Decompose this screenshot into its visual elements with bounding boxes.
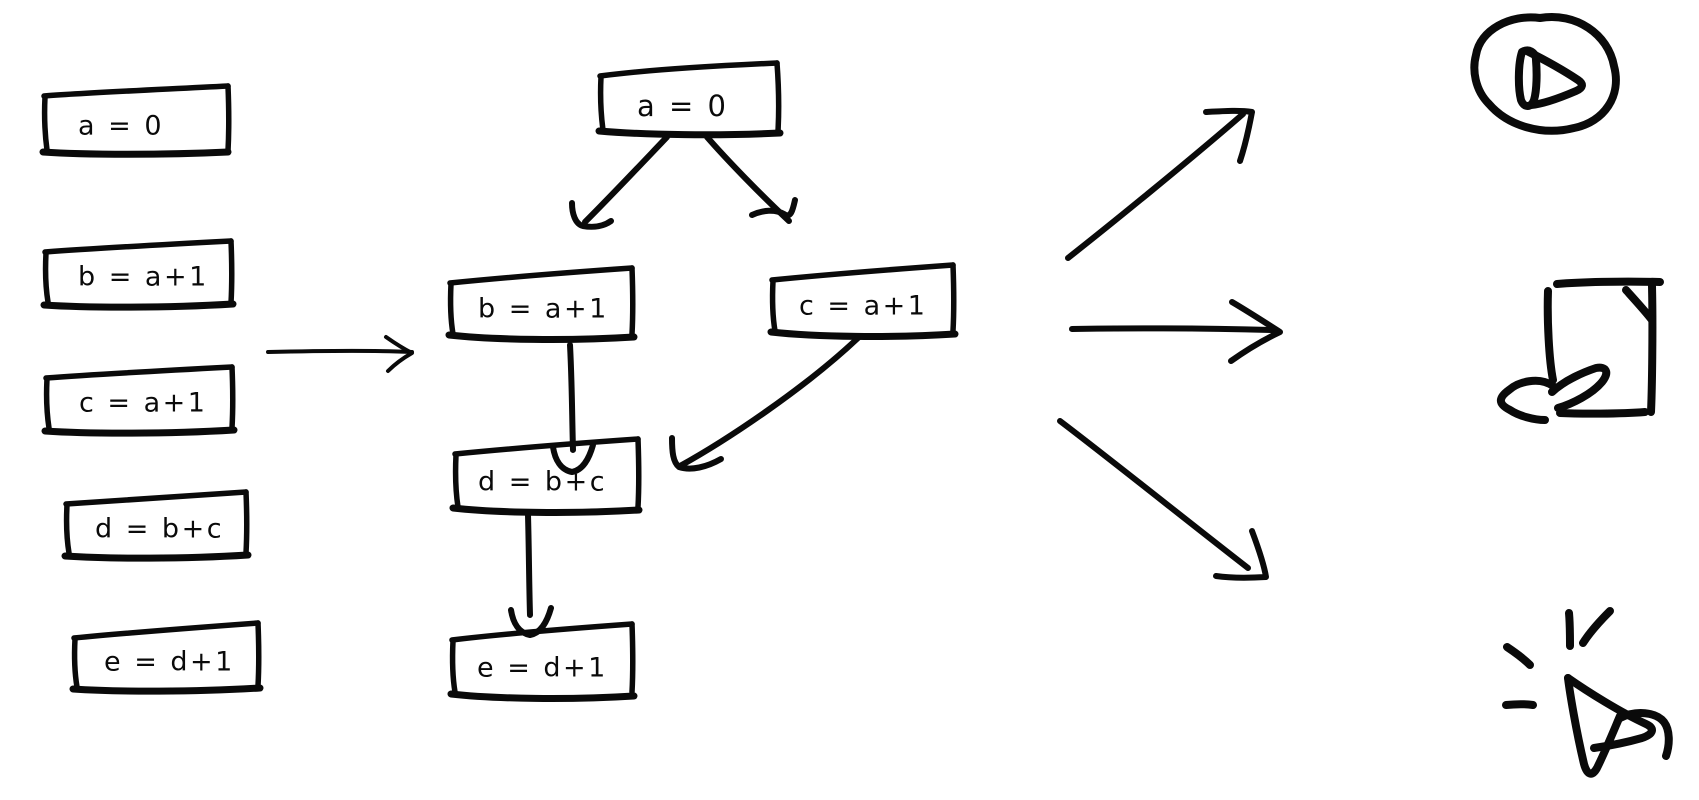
graph-node-a[interactable]: a = 0 bbox=[595, 60, 784, 139]
edge-a-to-b bbox=[569, 134, 670, 230]
cursor-click-icon[interactable] bbox=[1502, 607, 1673, 778]
list-item-label: a = 0 bbox=[78, 111, 164, 142]
list-item-label: d = b+c bbox=[95, 514, 224, 545]
list-item[interactable]: a = 0 bbox=[39, 83, 232, 158]
arrow-right bbox=[1069, 299, 1283, 364]
arrow-down-right bbox=[1057, 418, 1269, 581]
edge-a-to-c bbox=[704, 134, 798, 224]
graph-node-label: b = a+1 bbox=[478, 294, 609, 325]
code-file-icon[interactable] bbox=[1496, 277, 1664, 424]
dependency-graph: a = 0 b = a+1 bbox=[445, 60, 959, 702]
statement-list: a = 0 b = a+1 c = a+1 d bbox=[39, 83, 264, 695]
list-item-label: e = d+1 bbox=[104, 647, 235, 678]
graph-node-c[interactable]: c = a+1 bbox=[767, 262, 959, 340]
edge-c-to-d bbox=[669, 335, 861, 472]
graph-node-b[interactable]: b = a+1 bbox=[445, 265, 638, 343]
arrow-up-right bbox=[1065, 107, 1255, 261]
fan-out-arrows bbox=[1057, 107, 1283, 581]
output-icons bbox=[1470, 13, 1673, 778]
list-item[interactable]: b = a+1 bbox=[40, 238, 237, 311]
list-item[interactable]: c = a+1 bbox=[41, 364, 238, 437]
play-circle-icon[interactable] bbox=[1470, 13, 1620, 135]
graph-node-label: c = a+1 bbox=[799, 291, 927, 322]
graph-node-d[interactable]: d = b+c bbox=[449, 436, 643, 516]
list-item[interactable]: e = d+1 bbox=[69, 620, 264, 695]
edge-d-to-e bbox=[508, 512, 554, 638]
list-item-label: c = a+1 bbox=[79, 388, 207, 419]
edge-b-to-d bbox=[550, 342, 596, 475]
graph-node-label: e = d+1 bbox=[477, 653, 608, 684]
graph-node-label: a = 0 bbox=[637, 89, 728, 123]
list-to-graph-arrow bbox=[266, 335, 414, 373]
graph-node-label: d = b+c bbox=[478, 467, 607, 498]
graph-node-e[interactable]: e = d+1 bbox=[447, 621, 638, 702]
list-item[interactable]: d = b+c bbox=[61, 489, 252, 562]
list-item-label: b = a+1 bbox=[78, 262, 209, 293]
